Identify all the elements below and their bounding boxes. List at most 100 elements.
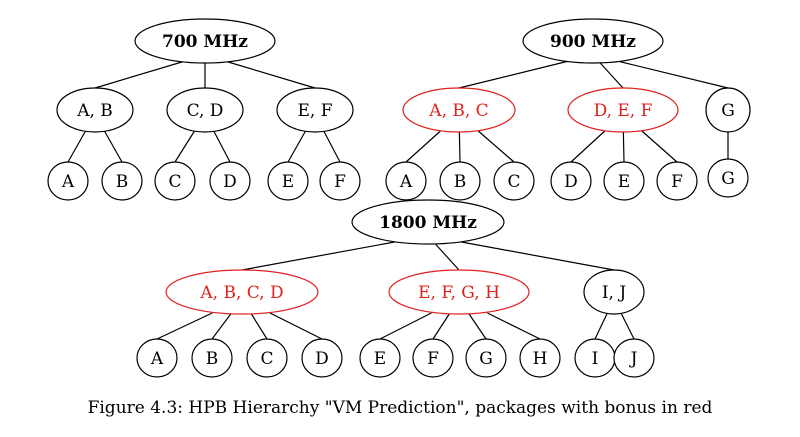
leaf-node-1800-mhz-d-ellipse xyxy=(301,338,343,378)
group-node-700-mhz-a-b: A, B xyxy=(56,87,134,133)
leaf-node-900-mhz-a-label: A xyxy=(399,172,413,192)
group-node-900-mhz-g: G xyxy=(705,87,751,133)
edge-group-to-leaf-f xyxy=(641,130,678,163)
leaf-node-900-mhz-d: D xyxy=(550,161,592,201)
edge-root-to-g xyxy=(617,60,729,89)
group-node-900-mhz-g-label: G xyxy=(721,101,735,121)
leaf-node-1800-mhz-c: C xyxy=(246,338,288,378)
root-node-700-mhz: 700 MHz xyxy=(134,18,276,64)
leaf-node-1800-mhz-e: E xyxy=(359,338,401,378)
leaf-node-900-mhz-b-ellipse xyxy=(439,161,481,201)
leaf-node-1800-mhz-a: A xyxy=(136,338,178,378)
edge-group-to-leaf-d xyxy=(213,130,231,163)
leaf-node-900-mhz-a: A xyxy=(385,161,427,201)
leaf-node-1800-mhz-e-label: E xyxy=(374,349,386,369)
edge-group-to-leaf-a xyxy=(156,312,213,340)
edge-group-to-leaf-a xyxy=(67,130,87,163)
group-node-1800-mhz-a-b-c-d-ellipse xyxy=(165,269,319,315)
edge-root-to-i-j xyxy=(461,241,615,271)
leaf-node-900-mhz-g-ellipse xyxy=(707,158,749,198)
leaf-node-700-mhz-e-ellipse xyxy=(267,161,309,201)
leaf-node-900-mhz-e-ellipse xyxy=(603,161,645,201)
leaf-node-1800-mhz-d-label: D xyxy=(315,349,329,369)
group-node-1800-mhz-a-b-c-d-label: A, B, C, D xyxy=(199,283,283,303)
leaf-node-900-mhz-g-label: G xyxy=(721,169,735,189)
leaf-node-900-mhz-f-label: F xyxy=(671,172,683,192)
leaf-node-1800-mhz-d: D xyxy=(301,338,343,378)
root-node-900-mhz: 900 MHz xyxy=(522,18,664,64)
leaf-node-1800-mhz-g-label: G xyxy=(479,349,493,369)
group-node-1800-mhz-e-f-g-h-label: E, F, G, H xyxy=(418,283,500,303)
root-node-1800-mhz-ellipse xyxy=(351,199,505,245)
leaf-node-1800-mhz-c-ellipse xyxy=(246,338,288,378)
leaf-node-1800-mhz-j: J xyxy=(613,338,655,378)
leaf-node-700-mhz-c-ellipse xyxy=(154,161,196,201)
leaf-node-900-mhz-c-label: C xyxy=(507,172,520,192)
leaf-node-700-mhz-d-ellipse xyxy=(209,161,251,201)
edge-group-to-leaf-e xyxy=(622,130,625,163)
edge-root-to-a-b xyxy=(94,60,186,89)
edge-group-to-leaf-f xyxy=(432,312,451,340)
leaf-node-700-mhz-d: D xyxy=(209,161,251,201)
leaf-node-900-mhz-f: F xyxy=(656,161,698,201)
leaf-node-900-mhz-b-label: B xyxy=(454,172,467,192)
edge-group-to-leaf-b xyxy=(458,130,461,163)
edge-group-to-leaf-h xyxy=(487,312,541,340)
edge-root-to-a-b-c-d xyxy=(241,241,395,271)
root-node-900-mhz-label: 900 MHz xyxy=(550,32,636,52)
group-node-700-mhz-e-f: E, F xyxy=(276,87,354,133)
leaf-node-1800-mhz-h-ellipse xyxy=(519,338,561,378)
group-node-1800-mhz-e-f-g-h: E, F, G, H xyxy=(388,269,530,315)
group-node-900-mhz-g-ellipse xyxy=(705,87,751,133)
root-node-1800-mhz: 1800 MHz xyxy=(351,199,505,245)
edge-group-to-leaf-e xyxy=(287,130,307,163)
group-node-1800-mhz-i-j-ellipse xyxy=(583,269,645,315)
leaf-node-700-mhz-d-label: D xyxy=(223,172,237,192)
leaf-node-700-mhz-b: B xyxy=(101,161,143,201)
leaf-node-900-mhz-c: C xyxy=(493,161,535,201)
group-node-900-mhz-d-e-f-ellipse xyxy=(567,87,679,133)
leaf-node-700-mhz-e-label: E xyxy=(282,172,294,192)
edge-group-to-leaf-c xyxy=(477,130,515,163)
root-node-1800-mhz-label: 1800 MHz xyxy=(379,213,477,233)
group-node-900-mhz-a-b-c: A, B, C xyxy=(402,87,516,133)
edge-root-to-e-f xyxy=(224,60,316,89)
leaf-node-1800-mhz-g: G xyxy=(465,338,507,378)
group-node-700-mhz-c-d-ellipse xyxy=(166,87,244,133)
leaf-node-1800-mhz-b-label: B xyxy=(206,349,219,369)
group-node-700-mhz-e-f-label: E, F xyxy=(297,101,332,121)
edge-group-to-leaf-j xyxy=(620,312,635,340)
group-node-700-mhz-a-b-ellipse xyxy=(56,87,134,133)
leaf-node-1800-mhz-a-label: A xyxy=(150,349,164,369)
leaf-node-1800-mhz-g-ellipse xyxy=(465,338,507,378)
figure-caption: Figure 4.3: HPB Hierarchy "VM Prediction… xyxy=(87,398,713,418)
edge-group-to-leaf-g xyxy=(467,312,487,340)
leaf-node-1800-mhz-j-ellipse xyxy=(613,338,655,378)
group-node-1800-mhz-a-b-c-d: A, B, C, D xyxy=(165,269,319,315)
edge-group-to-leaf-f xyxy=(323,130,341,163)
group-node-700-mhz-c-d: C, D xyxy=(166,87,244,133)
leaf-node-1800-mhz-h-label: H xyxy=(533,349,548,369)
leaf-node-700-mhz-f: F xyxy=(319,161,361,201)
edge-group-to-leaf-i xyxy=(594,312,608,340)
group-node-1800-mhz-i-j-label: I, J xyxy=(602,283,627,303)
group-node-700-mhz-a-b-label: A, B xyxy=(76,101,113,121)
edge-root-to-a-b-c xyxy=(458,60,570,89)
edge-group-to-leaf-d xyxy=(570,130,606,163)
edge-group-to-leaf-b xyxy=(103,130,123,163)
edge-root-to-e-f-g-h xyxy=(433,241,460,271)
root-node-700-mhz-ellipse xyxy=(134,18,276,64)
leaf-node-900-mhz-g: G xyxy=(707,158,749,198)
leaf-node-1800-mhz-f-ellipse xyxy=(412,338,454,378)
leaf-node-1800-mhz-i: I xyxy=(574,338,616,378)
edge-root-to-d-e-f xyxy=(597,60,624,89)
leaf-node-700-mhz-f-label: F xyxy=(334,172,346,192)
leaf-node-700-mhz-e: E xyxy=(267,161,309,201)
leaf-node-1800-mhz-c-label: C xyxy=(260,349,273,369)
leaf-node-900-mhz-a-ellipse xyxy=(385,161,427,201)
leaf-node-700-mhz-a-ellipse xyxy=(47,161,89,201)
group-node-900-mhz-a-b-c-ellipse xyxy=(402,87,516,133)
group-node-900-mhz-d-e-f: D, E, F xyxy=(567,87,679,133)
group-node-1800-mhz-i-j: I, J xyxy=(583,269,645,315)
